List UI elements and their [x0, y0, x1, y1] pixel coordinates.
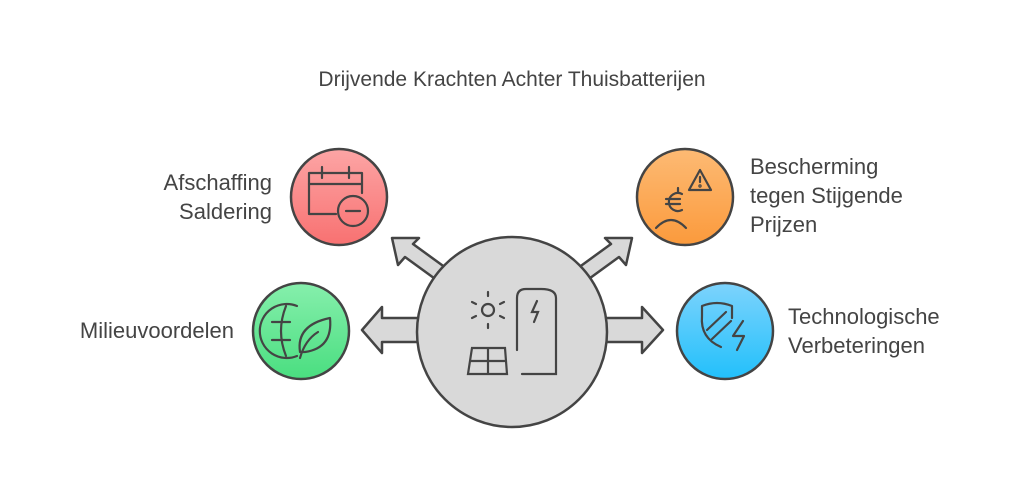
label-afschaffing: Afschaffing Saldering — [164, 168, 272, 226]
label-technologie: Technologische Verbeteringen — [788, 302, 940, 360]
label-line: Afschaffing — [163, 170, 272, 195]
calendar-minus-icon — [307, 165, 370, 228]
label-line: Bescherming — [750, 154, 879, 179]
arrow-right — [602, 305, 665, 355]
label-line: Verbeteringen — [788, 333, 925, 358]
arrow-upper-right — [576, 236, 634, 283]
label-line: Prijzen — [750, 212, 818, 237]
label-line: tegen Stijgende — [750, 183, 903, 208]
label-line: Saldering — [179, 199, 272, 224]
euro-person-warning-icon — [654, 168, 713, 230]
globe-leaf-icon — [258, 302, 332, 360]
arrow-left — [360, 305, 422, 355]
node-circle-afschaffing — [289, 147, 389, 247]
solar-battery-icon — [466, 287, 558, 376]
label-milieu: Milieuvoordelen — [80, 316, 234, 345]
shield-lightning-icon — [700, 301, 746, 352]
center-circle — [415, 235, 609, 429]
node-circle-bescherming — [635, 147, 735, 247]
label-line: Milieuvoordelen — [79, 318, 234, 343]
node-circle-technologie — [675, 281, 775, 381]
label-bescherming: Bescherming tegen Stijgende Prijzen — [750, 152, 903, 239]
diagram-title: Drijvende Krachten Achter Thuisbatterije… — [318, 68, 706, 91]
label-line: Technologische — [788, 304, 940, 329]
node-circle-milieu — [251, 281, 351, 381]
arrow-upper-left — [390, 236, 448, 283]
